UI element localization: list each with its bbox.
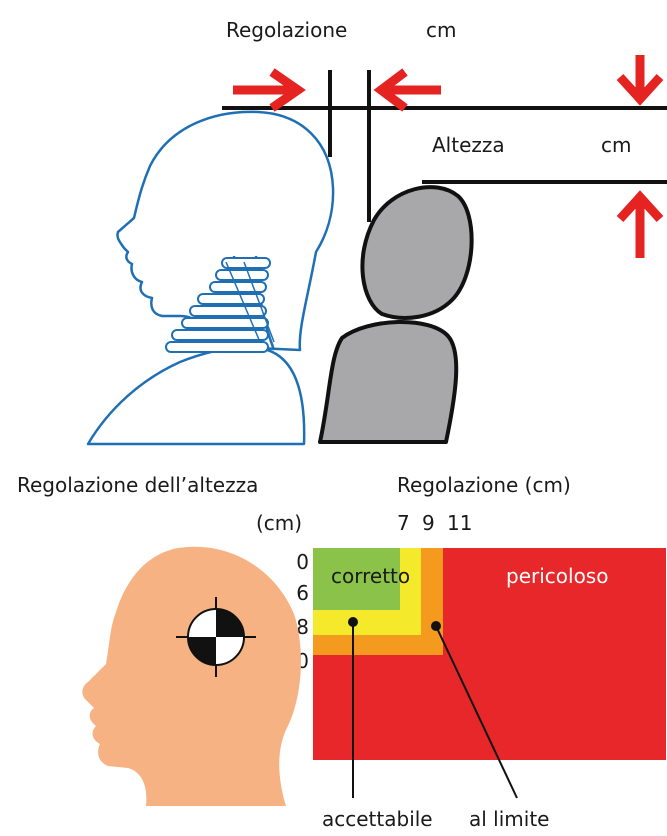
arrow-right-icon bbox=[233, 72, 298, 108]
adjustment-label: Regolazione bbox=[226, 18, 347, 42]
adjustment-tick: 9 bbox=[422, 511, 435, 535]
height-label: Altezza bbox=[432, 133, 505, 157]
arrow-down-icon bbox=[620, 55, 660, 99]
head-profile-outline bbox=[88, 112, 333, 444]
adjustment-title: Regolazione (cm) bbox=[397, 473, 571, 497]
arrow-up-icon bbox=[620, 197, 660, 258]
adjustment-unit: cm bbox=[426, 18, 456, 42]
height-unit: cm bbox=[601, 133, 631, 157]
height-tick: 6 bbox=[296, 581, 309, 605]
zone-correct-label: corretto bbox=[331, 564, 410, 588]
arrow-left-icon bbox=[381, 72, 441, 108]
height-tick: 0 bbox=[296, 550, 309, 574]
top-diagram: Regolazione cm Altezza cm bbox=[88, 18, 667, 444]
height-adjustment-unit: (cm) bbox=[256, 511, 302, 535]
seat-back-shape bbox=[320, 322, 456, 442]
head-silhouette bbox=[82, 547, 301, 806]
headrest-shape bbox=[362, 187, 471, 318]
zone-acceptable-label: accettabile bbox=[322, 807, 433, 831]
height-adjustment-title: Regolazione dell’altezza bbox=[17, 473, 258, 497]
adjustment-tick: 11 bbox=[447, 511, 472, 535]
zone-dangerous-label: pericoloso bbox=[506, 564, 608, 588]
adjustment-tick: 7 bbox=[397, 511, 410, 535]
bottom-diagram: Regolazione dell’altezza Regolazione (cm… bbox=[17, 473, 666, 831]
zone-limit-label: al limite bbox=[469, 807, 549, 831]
